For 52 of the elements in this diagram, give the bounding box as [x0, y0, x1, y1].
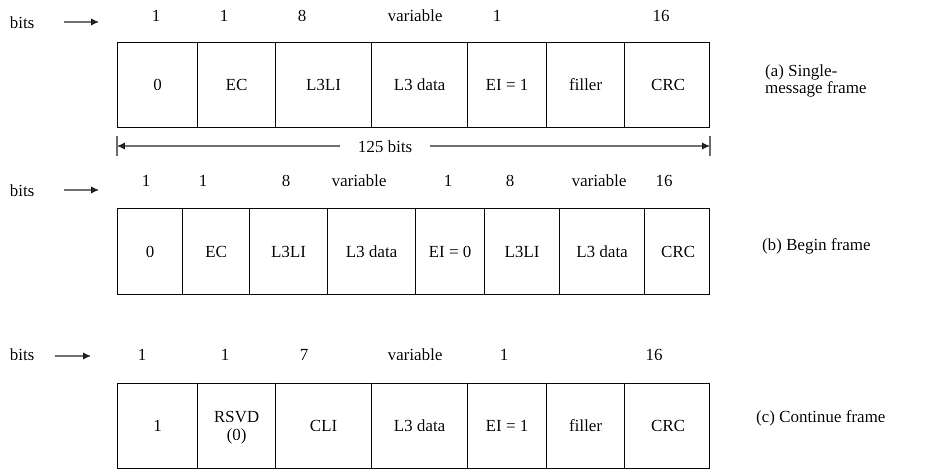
- field-cell: filler: [546, 43, 624, 127]
- frame-box: [117, 208, 710, 295]
- field-cell: RSVD (0): [197, 384, 275, 468]
- field-cell: EI = 1: [467, 43, 546, 127]
- bit-count: 7: [300, 346, 308, 363]
- field-cell: L3 data: [371, 384, 467, 468]
- bit-count: 1: [152, 7, 160, 24]
- unit-label: bits: [10, 182, 34, 199]
- field-cell: 1: [118, 384, 197, 468]
- bit-count: variable: [388, 7, 442, 24]
- field-cell: L3LI: [275, 43, 371, 127]
- field-cell: CLI: [275, 384, 371, 468]
- bit-count: 1: [492, 7, 502, 24]
- bit-count: 1: [220, 7, 228, 24]
- field-cell: EC: [182, 209, 249, 294]
- bit-count: variable: [388, 346, 442, 363]
- dimension-label: 125 bits: [358, 138, 412, 155]
- unit-label: bits: [10, 346, 34, 363]
- unit-label: bits: [10, 14, 34, 31]
- bit-count: 1: [500, 346, 508, 363]
- bit-count: 1: [142, 172, 150, 189]
- bit-count: variable: [572, 172, 626, 189]
- bit-count: 1: [444, 172, 452, 189]
- bit-count: 1: [198, 172, 208, 189]
- frame-caption: (c) Continue frame: [756, 408, 886, 425]
- field-cell: L3LI: [484, 209, 559, 294]
- frame-caption: (a) Single-message frame: [765, 62, 868, 96]
- frame-box: [117, 383, 710, 469]
- bit-count: variable: [332, 172, 386, 189]
- bit-count: 8: [506, 172, 514, 189]
- bit-count: 16: [652, 7, 670, 24]
- field-cell: EC: [197, 43, 275, 127]
- bit-count: 1: [220, 346, 230, 363]
- field-cell: 0: [118, 209, 182, 294]
- field-cell: CRC: [624, 43, 711, 127]
- field-cell: EI = 1: [467, 384, 546, 468]
- bit-count: 16: [646, 346, 662, 363]
- bit-count: 8: [298, 7, 306, 24]
- bit-count: 8: [282, 172, 290, 189]
- bit-count: 16: [656, 172, 672, 189]
- field-cell: CRC: [644, 209, 711, 294]
- field-cell: L3 data: [371, 43, 467, 127]
- field-cell: filler: [546, 384, 624, 468]
- field-cell: L3 data: [327, 209, 415, 294]
- field-cell: L3LI: [249, 209, 327, 294]
- field-cell: EI = 0: [415, 209, 484, 294]
- bit-count: 1: [138, 346, 146, 363]
- field-cell: CRC: [624, 384, 711, 468]
- frame-box: [117, 42, 710, 128]
- field-cell: L3 data: [559, 209, 644, 294]
- frame-caption: (b) Begin frame: [762, 236, 872, 253]
- field-cell: 0: [118, 43, 197, 127]
